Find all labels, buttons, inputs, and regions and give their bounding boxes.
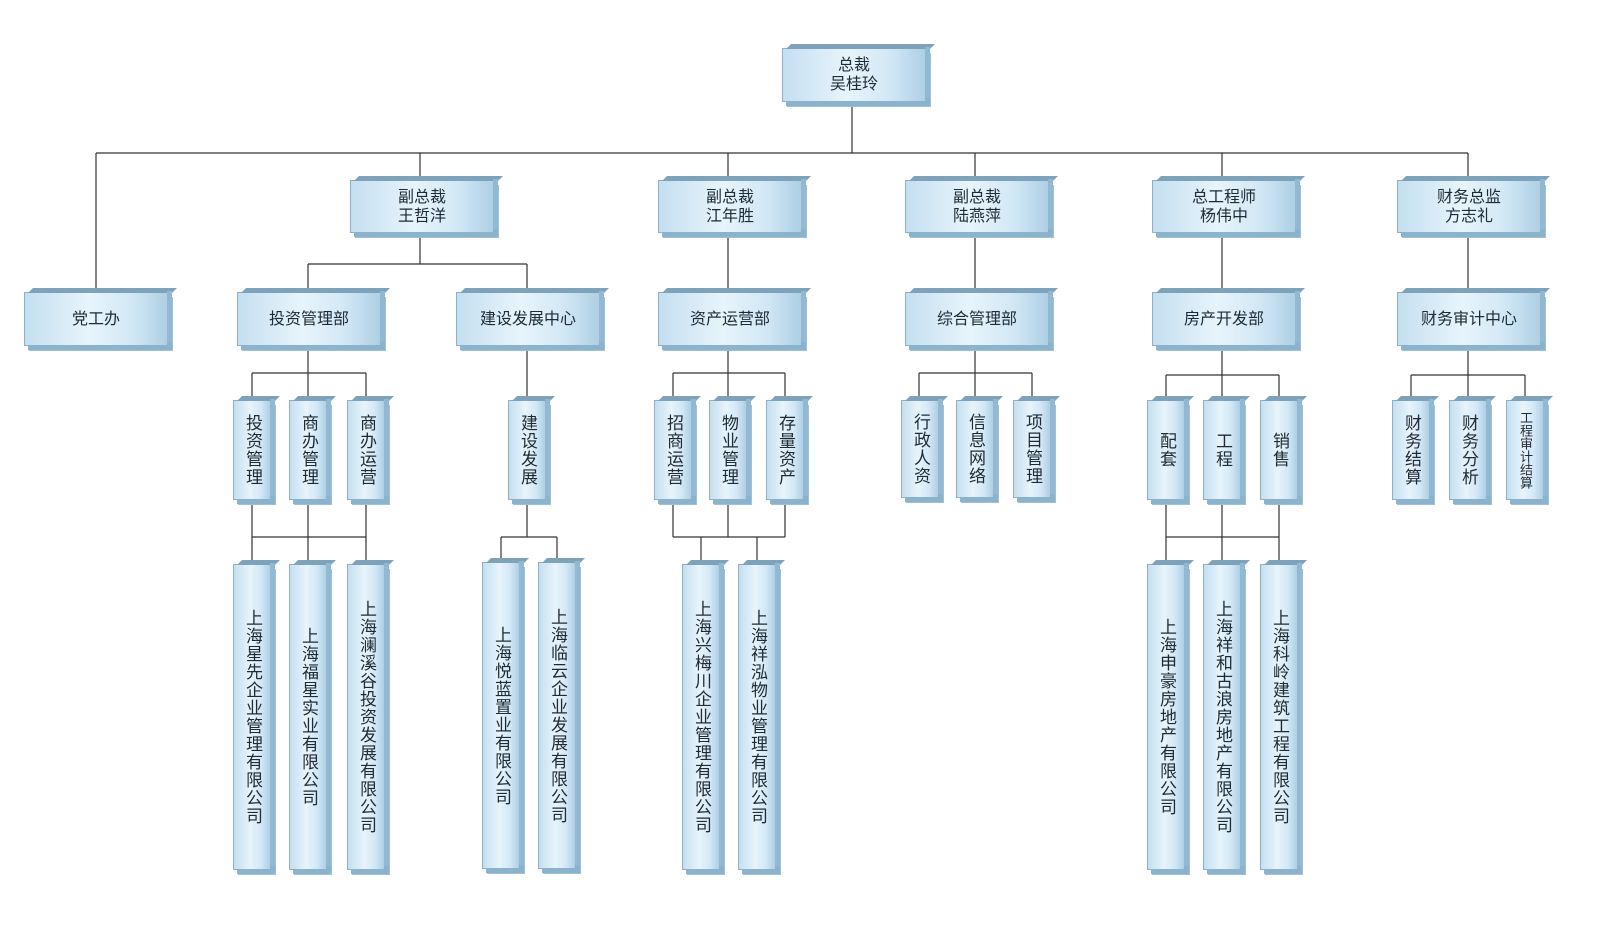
sub-unit: 销售 [1260, 399, 1302, 500]
company-box: 上海祥泓物业管理有限公司 [738, 563, 780, 870]
chief-engineer-name: 杨伟中 [1199, 207, 1248, 225]
company-label: 上海祥和古浪房地产有限公司 [1213, 600, 1232, 834]
vp1-name: 王哲洋 [397, 207, 446, 225]
asset-dept-box: 资产运营部 [658, 291, 806, 346]
sub-unit-label: 建设发展 [518, 414, 537, 486]
company-label: 上海祥泓物业管理有限公司 [748, 609, 767, 825]
vp2-title: 副总裁 [705, 188, 754, 206]
company-label: 上海福星实业有限公司 [299, 627, 318, 807]
company-label: 上海兴梅川企业管理有限公司 [692, 600, 711, 834]
cfo-box: 财务总监方志礼 [1397, 179, 1545, 233]
sub-unit-label: 信息网络 [966, 413, 985, 485]
sub-unit-label: 投资管理 [243, 414, 262, 486]
sub-unit-label: 财务分析 [1459, 414, 1478, 486]
chief-engineer-title: 总工程师 [1191, 188, 1256, 206]
sub-unit: 财务结算 [1392, 399, 1434, 500]
sub-unit-label: 招商运营 [664, 414, 683, 486]
sub-unit: 商办运营 [347, 399, 389, 500]
realestate-dept-label: 房产开发部 [1183, 310, 1264, 328]
sub-unit: 投资管理 [233, 399, 275, 500]
company-label: 上海科岭建筑工程有限公司 [1270, 609, 1289, 825]
party-office-box: 党工办 [24, 291, 172, 346]
realestate-dept-box: 房产开发部 [1152, 291, 1300, 346]
sub-unit-label: 行政人资 [911, 413, 930, 485]
sub-unit-label: 商办管理 [299, 414, 318, 486]
sub-unit-label: 存量资产 [776, 414, 795, 486]
company-box: 上海临云企业发展有限公司 [538, 561, 580, 869]
company-label: 上海澜溪谷投资发展有限公司 [357, 600, 376, 834]
sub-unit: 行政人资 [901, 399, 943, 498]
invest-dept-label: 投资管理部 [268, 310, 349, 328]
sub-unit: 配套 [1147, 399, 1189, 500]
sub-unit-label: 工程 [1213, 432, 1232, 468]
company-box: 上海星先企业管理有限公司 [233, 563, 275, 870]
vp1-title: 副总裁 [397, 188, 446, 206]
company-label: 上海临云企业发展有限公司 [548, 607, 567, 824]
vp3-box: 副总裁陆燕萍 [905, 179, 1053, 233]
construct-center-label: 建设发展中心 [479, 310, 576, 328]
cfo-title: 财务总监 [1436, 188, 1501, 206]
company-label: 上海申豪房地产有限公司 [1157, 618, 1176, 816]
company-box: 上海兴梅川企业管理有限公司 [682, 563, 724, 870]
cfo-name: 方志礼 [1444, 207, 1493, 225]
finance-center-label: 财务审计中心 [1420, 310, 1517, 328]
invest-dept-box: 投资管理部 [237, 291, 385, 346]
sub-unit: 工程 [1203, 399, 1245, 500]
admin-dept-box: 综合管理部 [905, 291, 1053, 346]
asset-dept-label: 资产运营部 [689, 310, 770, 328]
sub-unit: 建设发展 [508, 399, 550, 500]
party-office-label: 党工办 [71, 310, 120, 328]
sub-unit: 商办管理 [289, 399, 331, 500]
company-box: 上海澜溪谷投资发展有限公司 [347, 563, 389, 870]
sub-unit-label: 商办运营 [357, 414, 376, 486]
company-label: 上海星先企业管理有限公司 [243, 609, 262, 825]
sub-unit-label: 销售 [1270, 432, 1289, 468]
sub-unit-label: 项目管理 [1023, 413, 1042, 485]
vp3-name: 陆燕萍 [952, 207, 1001, 225]
sub-unit: 招商运营 [654, 399, 696, 500]
company-box: 上海福星实业有限公司 [289, 563, 331, 870]
vp1-box: 副总裁王哲洋 [350, 179, 498, 233]
sub-unit: 物业管理 [709, 399, 751, 500]
finance-center-box: 财务审计中心 [1397, 291, 1545, 346]
company-box: 上海悦蓝置业有限公司 [482, 561, 524, 869]
sub-unit-label: 工程审计结算 [1518, 411, 1533, 489]
vp2-box: 副总裁江年胜 [658, 179, 806, 233]
vp2-name: 江年胜 [705, 207, 754, 225]
ceo-name: 吴桂玲 [829, 76, 878, 93]
chief-engineer-box: 总工程师杨伟中 [1152, 179, 1300, 233]
sub-unit-label: 配套 [1157, 432, 1176, 468]
sub-unit: 项目管理 [1013, 399, 1055, 498]
company-box: 上海科岭建筑工程有限公司 [1260, 563, 1302, 870]
ceo-title: 总裁 [837, 57, 870, 74]
sub-unit: 财务分析 [1449, 399, 1491, 500]
company-box: 上海申豪房地产有限公司 [1147, 563, 1189, 870]
sub-unit: 存量资产 [766, 399, 808, 500]
vp3-title: 副总裁 [952, 188, 1001, 206]
sub-unit-label: 物业管理 [719, 414, 738, 486]
admin-dept-label: 综合管理部 [936, 310, 1017, 328]
company-box: 上海祥和古浪房地产有限公司 [1203, 563, 1245, 870]
construct-center-box: 建设发展中心 [456, 291, 604, 346]
sub-unit: 工程审计结算 [1506, 399, 1548, 500]
sub-unit: 信息网络 [956, 399, 998, 498]
ceo-box: 总裁吴桂玲 [782, 47, 930, 102]
sub-unit-label: 财务结算 [1402, 414, 1421, 486]
company-label: 上海悦蓝置业有限公司 [492, 625, 511, 806]
